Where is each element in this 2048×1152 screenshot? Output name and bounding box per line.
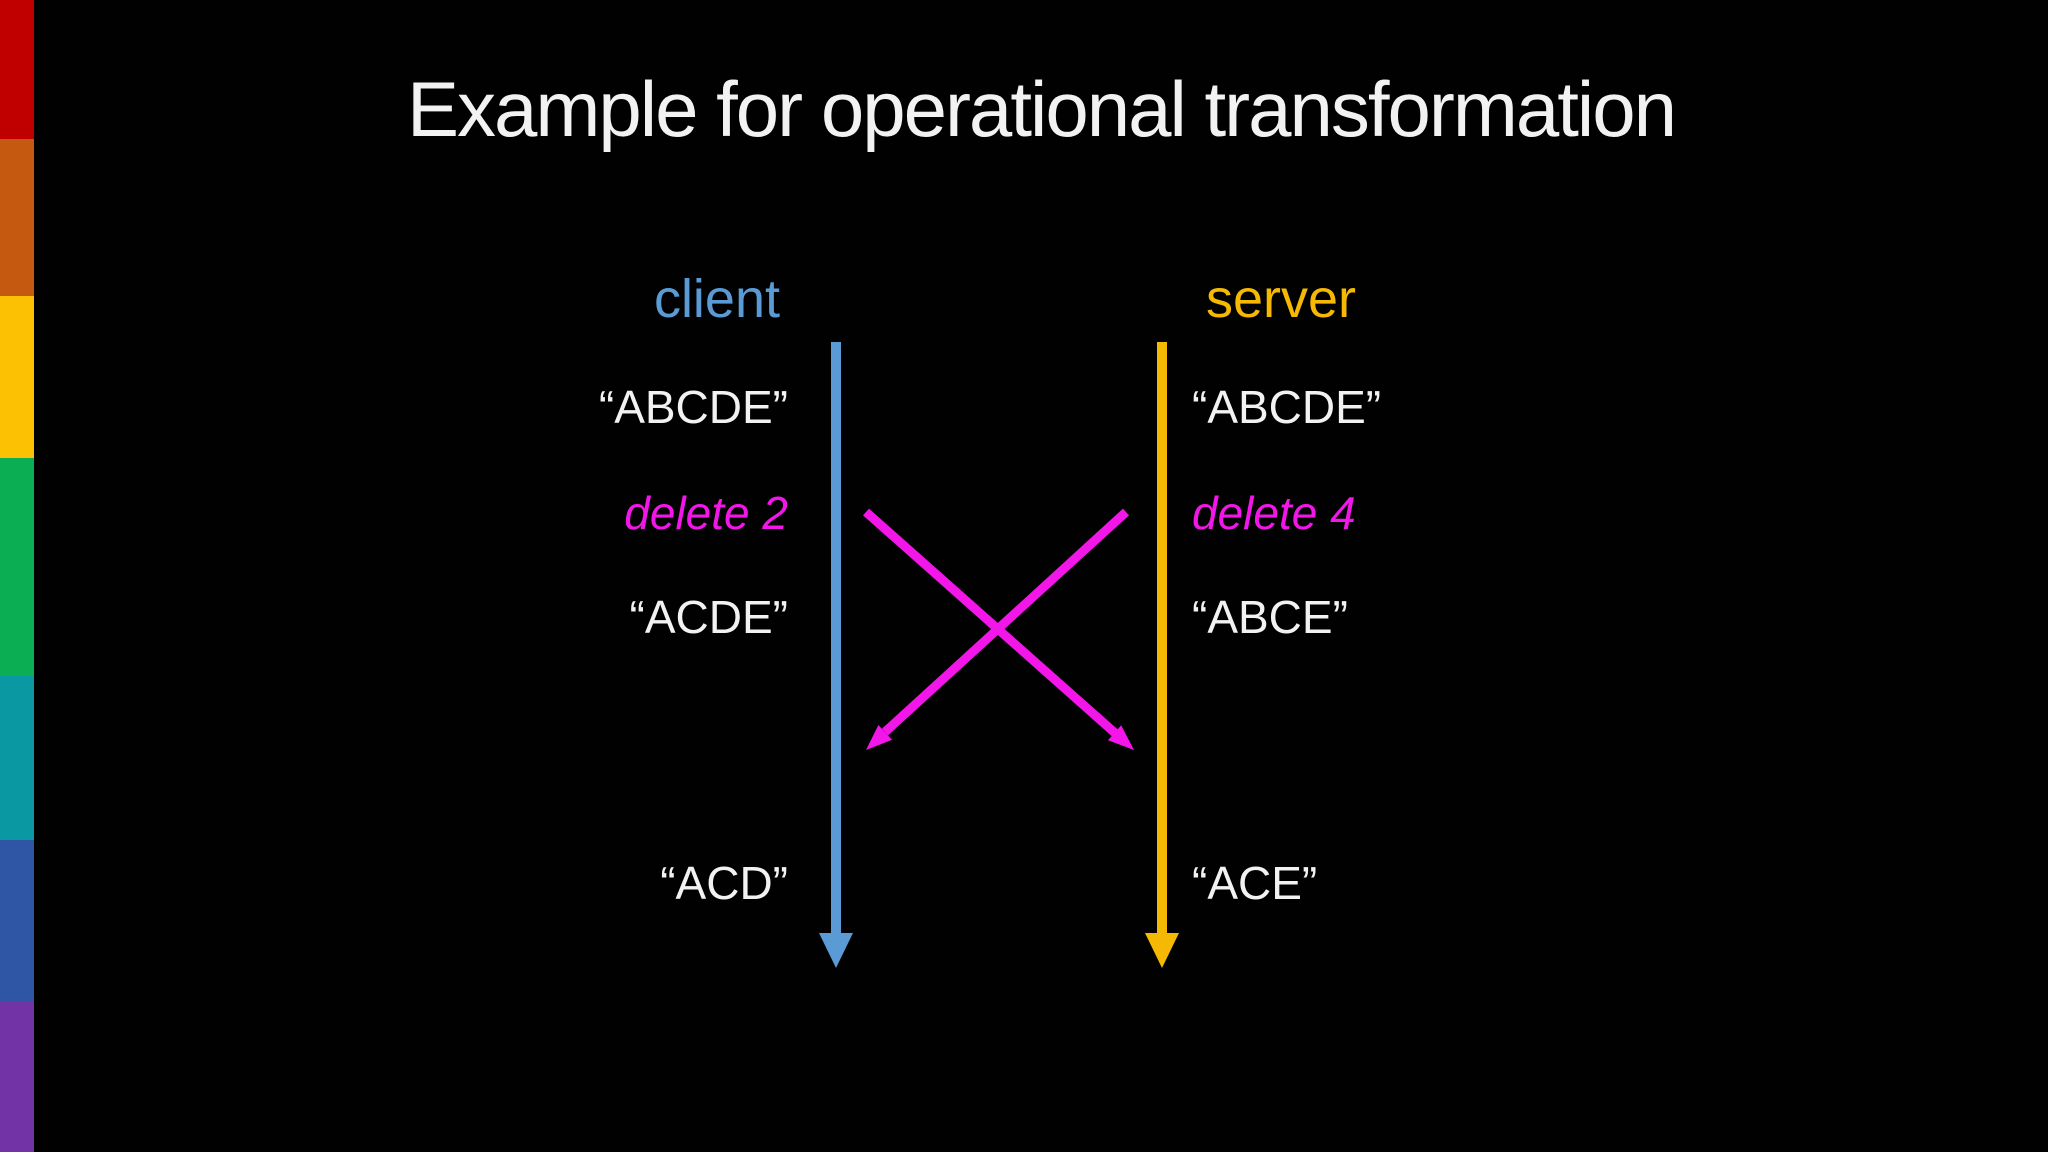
server-initial-state: “ABCDE” — [1192, 381, 1382, 433]
slide-edge-color-bar — [0, 0, 34, 1152]
client-state-after-own-op: “ACDE” — [629, 591, 788, 643]
server-op-to-client-arrow-shaft — [881, 508, 1130, 736]
server-column-label: server — [1206, 269, 1357, 329]
client-operation-label: delete 2 — [624, 487, 788, 539]
client-column-label: client — [653, 269, 780, 329]
edge-band-purple — [0, 1002, 34, 1152]
edge-band-orange — [0, 139, 34, 296]
edge-band-red — [0, 0, 34, 139]
client-final-state: “ACD” — [660, 857, 788, 909]
server-op-to-client-arrowhead — [866, 725, 892, 750]
server-state-after-own-op: “ABCE” — [1192, 591, 1348, 643]
edge-band-yellow — [0, 296, 34, 458]
server-operation-label: delete 4 — [1192, 487, 1356, 539]
edge-band-teal — [0, 676, 34, 840]
server-timeline-arrowhead — [1145, 933, 1179, 968]
client-op-to-server-arrowhead — [1108, 725, 1134, 750]
edge-band-green — [0, 458, 34, 676]
client-op-to-server-arrow-shaft — [863, 508, 1118, 737]
server-final-state: “ACE” — [1192, 857, 1318, 909]
client-initial-state: “ABCDE” — [598, 381, 788, 433]
slide-title: Example for operational transformation — [406, 65, 1677, 153]
client-timeline-arrowhead — [819, 933, 853, 968]
edge-band-blue — [0, 840, 34, 1002]
